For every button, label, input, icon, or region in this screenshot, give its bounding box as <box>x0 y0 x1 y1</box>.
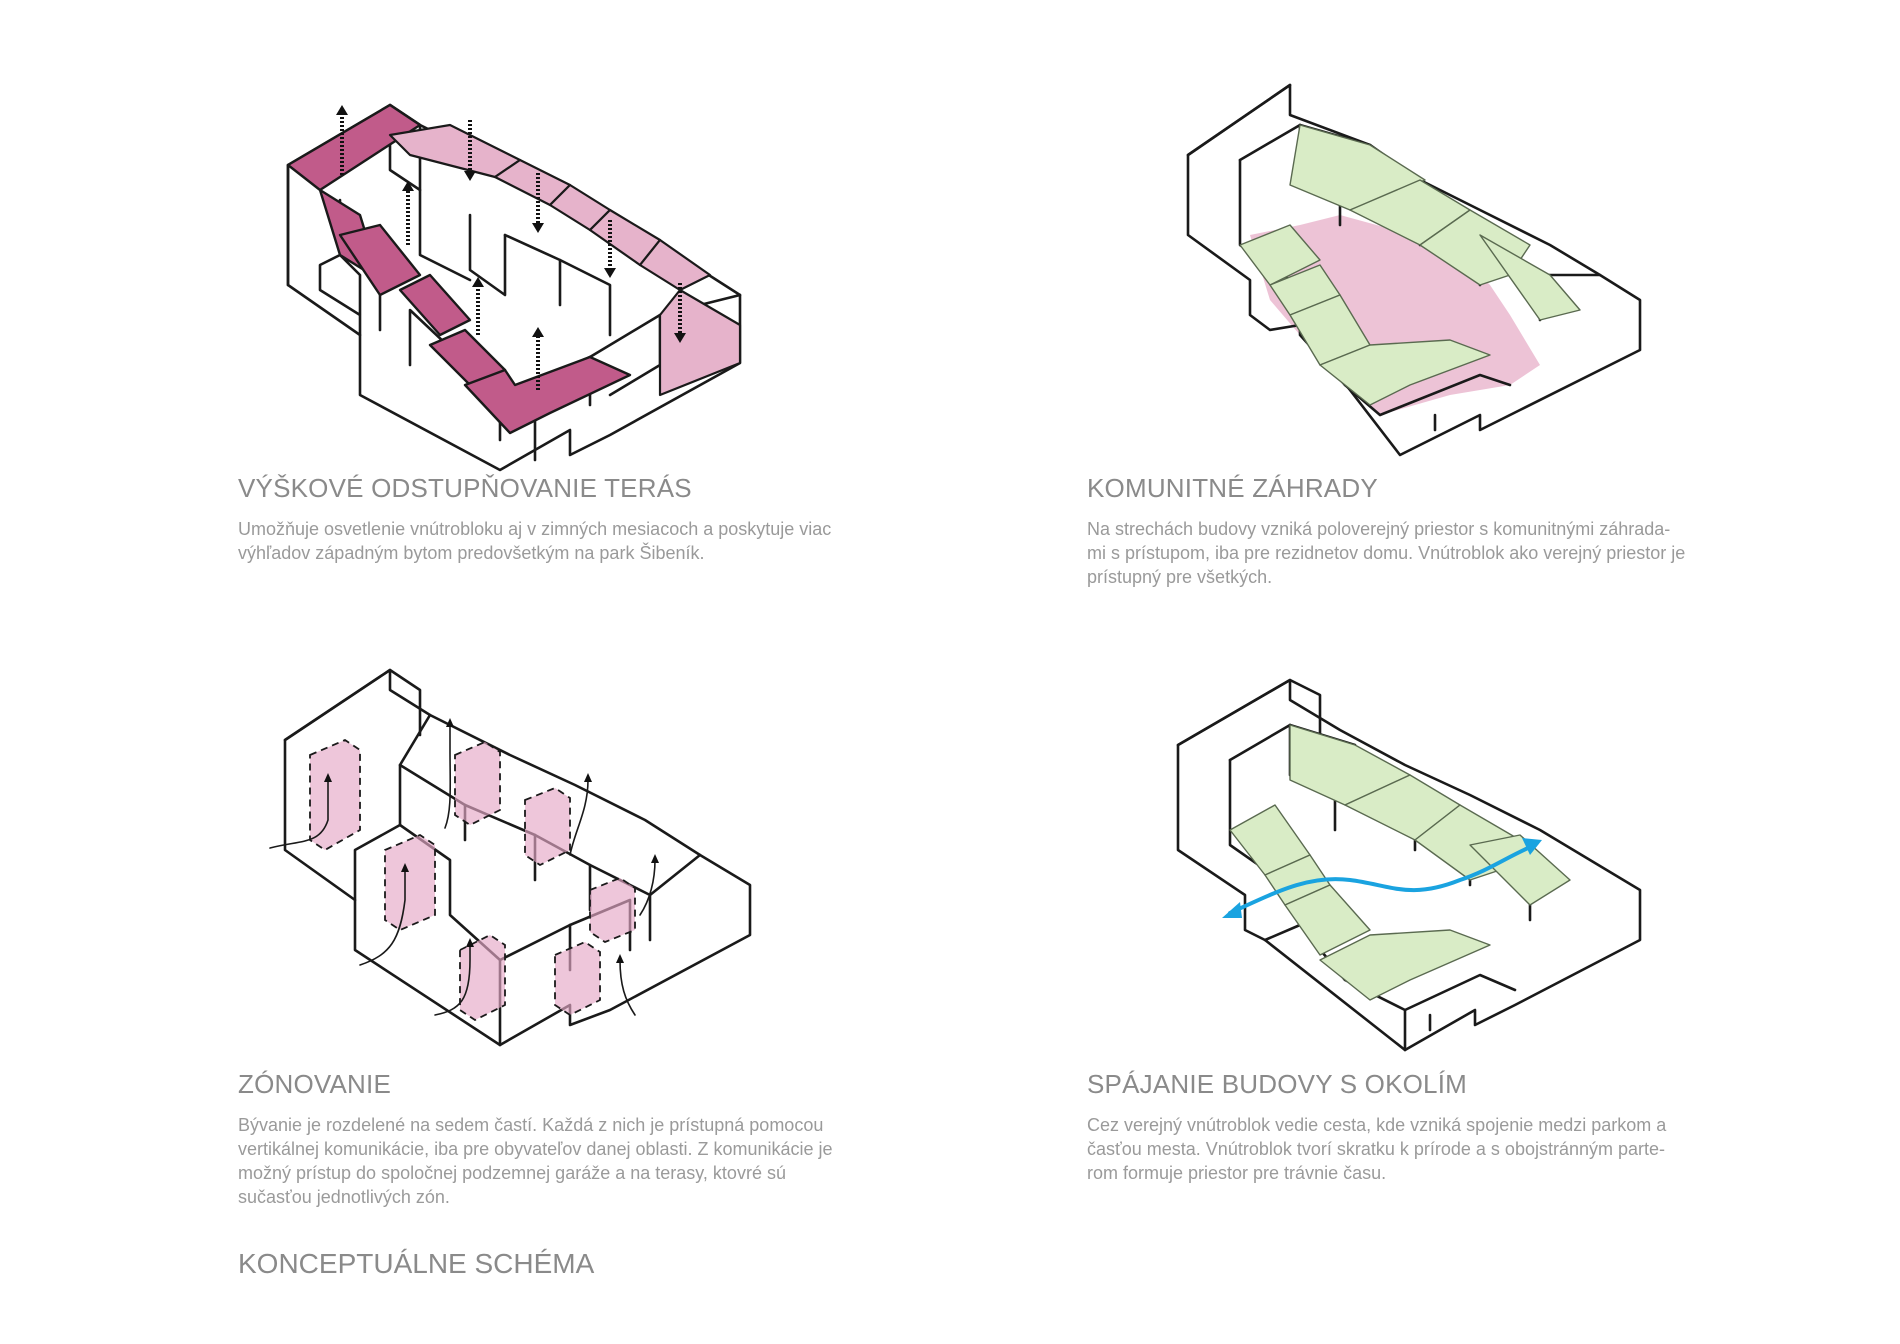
section-text: Umožňuje osvetlenie vnútrobloku aj v zim… <box>238 518 832 563</box>
diagram-community-gardens <box>1180 83 1660 465</box>
section-title: VÝŠKOVÉ ODSTUPŇOVANIE TERÁS <box>238 473 692 503</box>
zoning-drawing <box>269 668 752 1047</box>
section-text: Na strechách budovy vzniká poloverejný p… <box>1087 518 1686 587</box>
caption-connecting: SPÁJANIE BUDOVY S OKOLÍM Cez verejný vnú… <box>1087 1070 1707 1185</box>
terrace-roof-7 <box>388 123 522 179</box>
garden-7 <box>1284 884 1371 956</box>
entrance-arrow-icons <box>269 718 659 1016</box>
terrace-roof-1 <box>286 103 422 192</box>
terrace-roof-12 <box>658 288 742 397</box>
sun-arrow-icons <box>336 105 686 390</box>
section-title: SPÁJANIE BUDOVY S OKOLÍM <box>1087 1069 1467 1099</box>
garden-4 <box>1239 224 1321 286</box>
terrace-roof-3 <box>338 223 422 297</box>
terrace-roof-11 <box>638 238 712 292</box>
section-text: Cez verejný vnútroblok vedie cesta, kde … <box>1087 1114 1667 1183</box>
community-gardens-drawing <box>1186 83 1642 457</box>
section-title: KOMUNITNÉ ZÁHRADY <box>1087 473 1378 503</box>
caption-community-gardens: KOMUNITNÉ ZÁHRADY Na strechách budovy vz… <box>1087 474 1707 589</box>
connecting-drawing <box>1176 678 1642 1052</box>
garden-8 <box>1479 234 1581 321</box>
terrace-roof-6 <box>463 355 632 435</box>
diagram-terrace-stepping <box>280 95 760 475</box>
garden-7 <box>1319 339 1491 406</box>
terrace-roof-4 <box>398 273 472 337</box>
stair-cores <box>309 738 636 1022</box>
garden-8 <box>1319 929 1491 1001</box>
section-title: ZÓNOVANIE <box>238 1069 392 1099</box>
section-text: Bývanie je rozdelené na sedem častí. Kaž… <box>238 1114 833 1207</box>
caption-terrace-stepping: VÝŠKOVÉ ODSTUPŇOVANIE TERÁS Umožňuje osv… <box>238 474 858 565</box>
terrace-stepping-drawing <box>286 103 742 472</box>
garden-4 <box>1469 834 1571 906</box>
path-arrow-icon <box>1222 838 1542 918</box>
page-title: KONCEPTUÁLNE SCHÉMA <box>238 1248 595 1279</box>
diagram-connecting <box>1170 678 1650 1060</box>
caption-zoning: ZÓNOVANIE Bývanie je rozdelené na sedem … <box>238 1070 858 1209</box>
diagram-zoning <box>269 668 760 1050</box>
